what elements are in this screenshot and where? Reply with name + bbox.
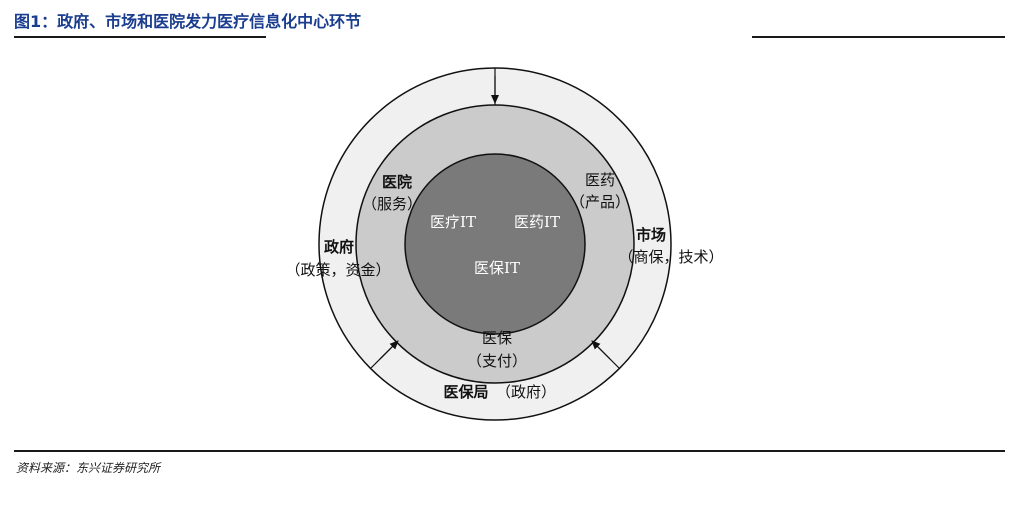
label-pharma-name: 医药 [585,171,615,189]
source-note: 资料来源：东兴证券研究所 [16,461,161,475]
label-market-name: 市场 [636,226,666,244]
label-insurance-name: 医保 [482,329,512,347]
label-government-detail: （政策，资金） [285,261,390,279]
inner-core [404,153,586,335]
label-insurance-it: 医保IT [474,259,520,277]
label-hospital-detail: （服务） [362,195,422,213]
title-rule-right [752,36,1005,38]
label-pharma-detail: （产品） [570,193,630,211]
label-insurance-bureau-name: 医保局 [443,383,488,401]
arrow-bottom-right [591,340,611,360]
figure-title: 图1：政府、市场和医院发力医疗信息化中心环节 [14,12,362,31]
title-rule-left [14,36,266,38]
label-insurance-bureau-detail: （政府） [496,383,556,401]
label-market-detail: （商保，技术） [618,248,723,266]
label-government-name: 政府 [324,238,354,256]
arrow-bottom-left [379,340,399,360]
label-pharma-it: 医药IT [514,213,560,231]
label-medical-it: 医疗IT [430,213,476,231]
label-hospital-name: 医院 [382,173,412,191]
footer-rule [14,450,1005,452]
label-insurance-detail: （支付） [467,352,527,370]
